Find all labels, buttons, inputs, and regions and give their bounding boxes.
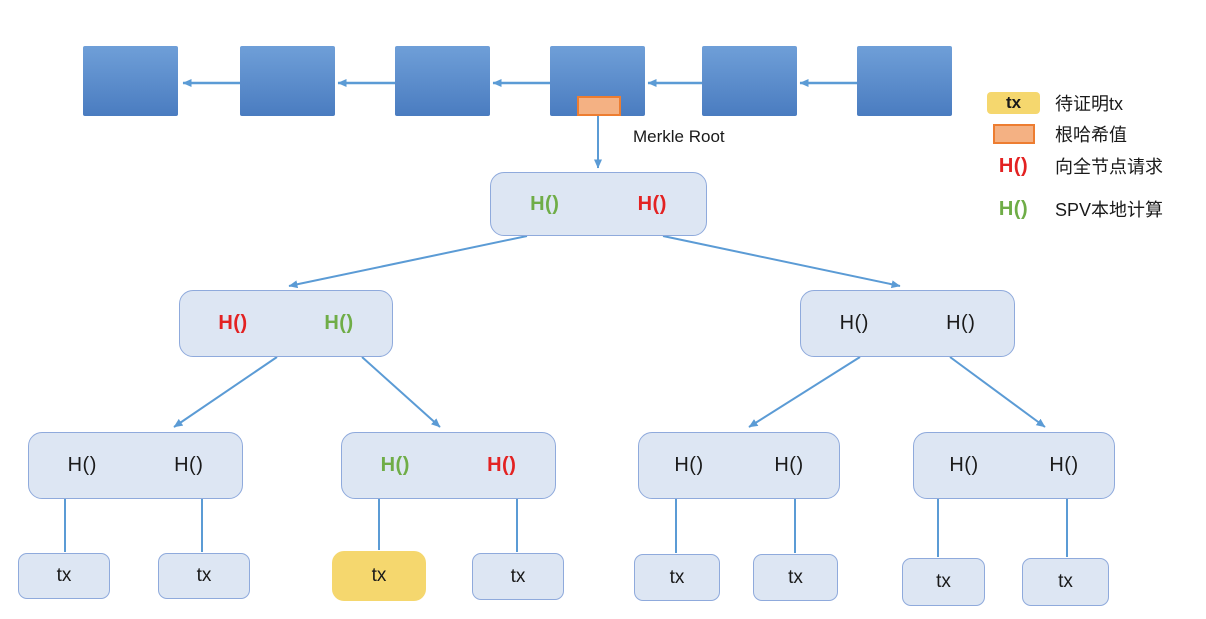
legend-item-spv-local: H() SPV本地计算: [987, 196, 1163, 222]
legend-swatch-root-hash: [987, 124, 1040, 144]
merkle-node-l3b: H() H(): [341, 432, 556, 499]
hash-label: H(): [324, 312, 354, 334]
blockchain-block-3: [395, 46, 490, 116]
legend-label: 待证明tx: [1055, 94, 1124, 114]
arrow-root-l2b: [662, 235, 901, 289]
arrow-l2b-l3c: [748, 356, 861, 428]
merkle-node-l3d: H() H(): [913, 432, 1115, 499]
legend-swatch-red-hash: H(): [987, 155, 1040, 178]
tx-leaf-2: tx: [158, 553, 250, 599]
hash-label: H(): [218, 312, 248, 334]
green-hash-label: H(): [998, 197, 1029, 220]
tx-leaf-7: tx: [902, 558, 985, 606]
tx-leaf-1: tx: [18, 553, 110, 599]
tx-leaf-8: tx: [1022, 558, 1109, 606]
hash-label: H(): [674, 454, 704, 476]
legend-label: SPV本地计算: [1055, 200, 1164, 220]
hash-label: H(): [530, 192, 560, 215]
merkle-node-l3c: H() H(): [638, 432, 840, 499]
legend-label: 向全节点请求: [1055, 157, 1163, 177]
root-hash-swatch: [577, 96, 621, 116]
tx-leaf-6: tx: [753, 554, 838, 601]
hash-label: H(): [487, 454, 517, 476]
merkle-node-l2a: H() H(): [179, 290, 393, 357]
hash-label: H(): [949, 454, 979, 476]
hash-label: H(): [1049, 454, 1079, 476]
blockchain-block-5: [702, 46, 797, 116]
blockchain-block-6: [857, 46, 952, 116]
hash-label: H(): [637, 192, 667, 215]
legend-item-pending-tx: tx 待证明tx: [987, 90, 1123, 116]
hash-label: H(): [946, 312, 976, 334]
arrow-l2a-l3b: [361, 356, 441, 428]
merkle-node-l3a: H() H(): [28, 432, 243, 499]
legend-swatch-green-hash: H(): [987, 198, 1040, 221]
merkle-root-label: Merkle Root: [633, 127, 725, 146]
tx-leaf-5: tx: [634, 554, 720, 601]
arrow-root-l2a: [288, 235, 528, 289]
legend-label: 根哈希值: [1055, 125, 1127, 145]
tx-leaf-3-highlighted: tx: [332, 551, 426, 601]
root-hash-swatch-small: [992, 124, 1035, 144]
hash-label: H(): [774, 454, 804, 476]
arrow-l2b-l3d: [949, 356, 1046, 428]
blockchain-block-4: [550, 46, 645, 116]
hash-label: H(): [67, 454, 97, 476]
red-hash-label: H(): [998, 154, 1029, 177]
hash-label: H(): [839, 312, 869, 334]
hash-label: H(): [380, 454, 410, 476]
arrow-l2a-l3a: [173, 356, 278, 428]
tx-highlight-swatch: tx: [987, 92, 1040, 114]
merkle-node-l2b: H() H(): [800, 290, 1015, 357]
blockchain-block-1: [83, 46, 178, 116]
hash-label: H(): [174, 454, 204, 476]
legend-item-root-hash: 根哈希值: [987, 121, 1127, 147]
legend-item-request-fullnode: H() 向全节点请求: [987, 153, 1163, 179]
merkle-node-root: H() H(): [490, 172, 707, 236]
tx-leaf-4: tx: [472, 553, 564, 600]
blockchain-block-2: [240, 46, 335, 116]
legend-swatch-pending-tx: tx: [987, 92, 1040, 114]
